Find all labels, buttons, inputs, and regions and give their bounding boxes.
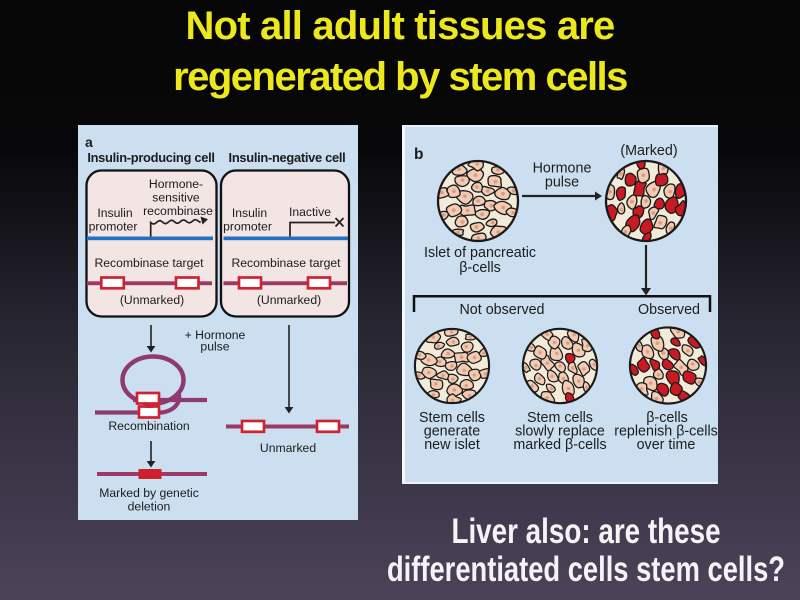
svg-text:pulse: pulse: [200, 340, 229, 354]
svg-text:slowly replace: slowly replace: [515, 424, 605, 440]
svg-text:Not observed: Not observed: [459, 302, 544, 318]
svg-text:generate: generate: [424, 424, 480, 440]
svg-text:Stem cells: Stem cells: [419, 410, 485, 426]
svg-text:over time: over time: [637, 437, 696, 453]
svg-text:(Marked): (Marked): [620, 143, 677, 159]
svg-text:new islet: new islet: [424, 437, 480, 453]
svg-text:promoter: promoter: [223, 220, 272, 234]
svg-text:promoter: promoter: [89, 220, 138, 234]
svg-text:replenish β-cells: replenish β-cells: [614, 424, 718, 440]
svg-text:Marked by genetic: Marked by genetic: [99, 486, 199, 500]
svg-text:Insulin: Insulin: [232, 206, 267, 220]
svg-text:b: b: [414, 146, 423, 163]
svg-text:Insulin-negative cell: Insulin-negative cell: [229, 150, 346, 165]
svg-text:β-cells: β-cells: [646, 410, 688, 426]
svg-text:(Unmarked): (Unmarked): [257, 293, 321, 307]
svg-text:Stem cells: Stem cells: [527, 410, 593, 426]
svg-text:Hormone-: Hormone-: [149, 177, 203, 191]
svg-text:Inactive: Inactive: [289, 205, 331, 219]
svg-text:β-cells: β-cells: [459, 260, 501, 276]
svg-text:marked β-cells: marked β-cells: [513, 437, 606, 453]
svg-text:recombinase: recombinase: [143, 204, 213, 218]
svg-text:Hormone: Hormone: [533, 161, 592, 177]
svg-text:pulse: pulse: [545, 175, 579, 191]
svg-text:Observed: Observed: [638, 302, 700, 318]
svg-text:deletion: deletion: [128, 500, 171, 514]
svg-text:Recombinase target: Recombinase target: [94, 256, 204, 270]
svg-text:sensitive: sensitive: [152, 191, 200, 205]
svg-text:Islet of pancreatic: Islet of pancreatic: [424, 245, 536, 261]
svg-text:Recombinase target: Recombinase target: [231, 256, 341, 270]
svg-text:a: a: [85, 134, 93, 150]
svg-text:Recombination: Recombination: [108, 419, 189, 433]
svg-text:(Unmarked): (Unmarked): [120, 293, 184, 307]
svg-text:Insulin-producing cell: Insulin-producing cell: [87, 150, 214, 165]
svg-text:Unmarked: Unmarked: [260, 441, 316, 455]
svg-text:+ Hormone: + Hormone: [185, 328, 246, 342]
svg-text:Insulin: Insulin: [97, 206, 132, 220]
